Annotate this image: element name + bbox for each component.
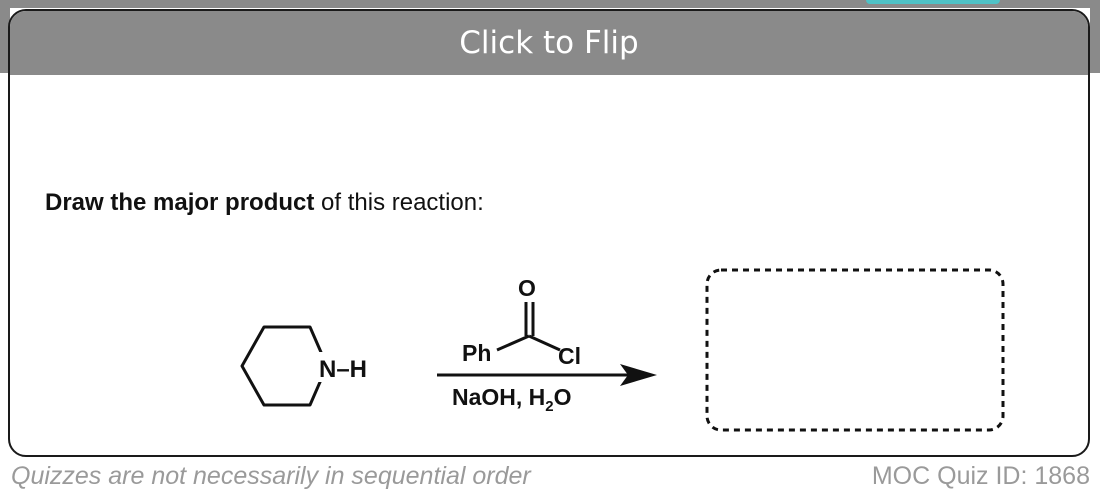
- click-to-flip-label: Click to Flip: [459, 25, 639, 61]
- reagent-cl-label: Cl: [558, 343, 581, 369]
- reagent-oxygen-label: O: [518, 275, 536, 301]
- question-prompt: Draw the major product of this reaction:: [45, 189, 484, 217]
- accent-tab[interactable]: [866, 0, 1000, 4]
- quiz-id: MOC Quiz ID: 1868: [871, 462, 1090, 490]
- reactant-nh-label: N–H: [319, 356, 367, 383]
- click-to-flip-button[interactable]: Click to Flip: [10, 11, 1088, 75]
- conditions-base: NaOH, H: [452, 384, 545, 410]
- cl-bond: [528, 334, 561, 352]
- flip-bar-right-edge: [1090, 8, 1100, 73]
- reaction-conditions: NaOH, H2O: [452, 384, 572, 415]
- reagent-ph-label: Ph: [462, 340, 491, 366]
- conditions-subscript: 2: [545, 398, 553, 415]
- question-prompt-rest: of this reaction:: [314, 189, 484, 216]
- product-answer-box[interactable]: [705, 268, 1005, 432]
- ph-bond: [496, 334, 530, 352]
- question-prompt-bold: Draw the major product: [45, 189, 315, 216]
- reaction-arrow-head: [620, 364, 657, 386]
- flashcard[interactable]: Click to Flip Draw the major product of …: [8, 9, 1090, 457]
- conditions-end: O: [554, 384, 572, 410]
- top-strip: [0, 0, 1100, 8]
- n-label-mask: [316, 352, 386, 382]
- piperidine-ring: [240, 325, 329, 407]
- flip-bar-left-edge: [0, 8, 10, 73]
- footer-note: Quizzes are not necessarily in sequentia…: [11, 462, 531, 490]
